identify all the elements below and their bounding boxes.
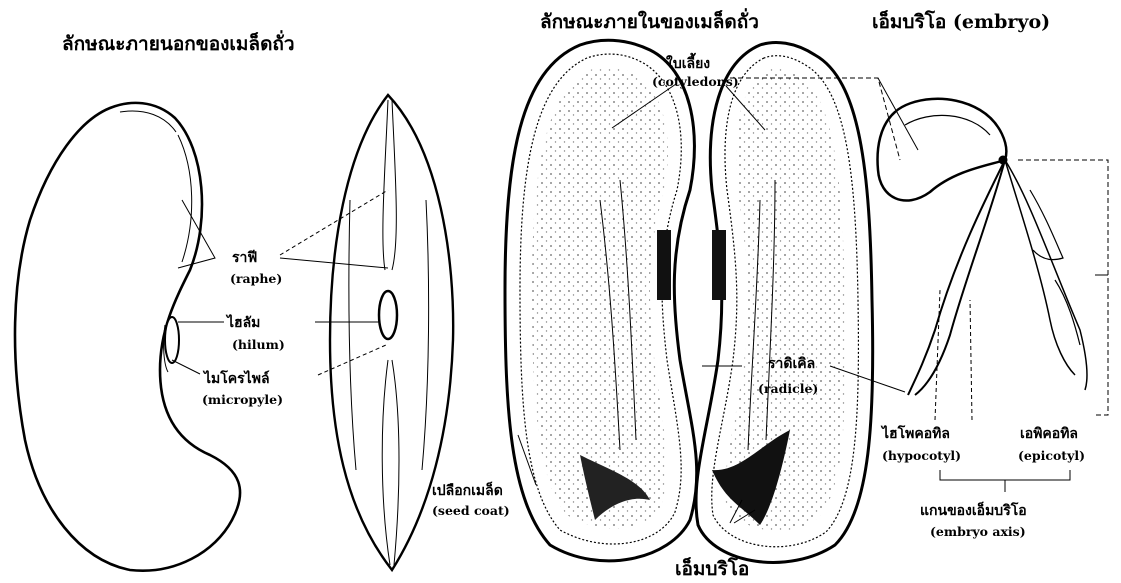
radicle-label-en: (radicle) (758, 381, 818, 396)
seed-side-view (15, 103, 240, 571)
raphe-label-en: (raphe) (230, 271, 282, 286)
seedcoat-label-th: เปลือกเมล็ด (432, 481, 503, 499)
title-external: ลักษณะภายนอกของเมล็ดถั่ว (62, 30, 295, 55)
epicotyl-label-en: (epicotyl) (1018, 448, 1085, 463)
embryo-drawing (878, 99, 1088, 395)
seedcoat-label-en: (seed coat) (432, 503, 510, 518)
hilum-label-th: ไฮลัม (225, 313, 260, 331)
hilum-mark-edge (379, 291, 397, 339)
seed-left-half (505, 40, 697, 561)
raphe-label-th: ราฟี (232, 250, 257, 266)
cotyledon-label-th: ใบเลี้ยง (666, 52, 710, 72)
title-embryo: เอ็มบริโอ (embryo) (872, 9, 1050, 33)
micropyle-label-th: ไมโครไพล์ (202, 369, 270, 387)
hilum-label-en: (hilum) (232, 337, 285, 352)
hypocotyl-label-en: (hypocotyl) (882, 448, 961, 463)
radicle-label-th: ราดิเคิล (768, 356, 815, 372)
seed-right-half (696, 42, 873, 562)
embryo-bottom-label-th: เอ็มบริโอ (675, 556, 749, 580)
title-internal: ลักษณะภายในของเมล็ดถั่ว (540, 8, 759, 33)
embryo-axis-label-en: (embryo axis) (930, 524, 1026, 539)
micropyle-label-en: (micropyle) (202, 392, 283, 407)
embryo-axis-label-th: แกนของเอ็มบริโอ (920, 501, 1027, 519)
cotyledon-label-en: (cotyledons) (652, 74, 739, 89)
hypocotyl-label-th: ไฮโพคอทิล (880, 424, 950, 442)
hilum-mark-side (165, 317, 179, 363)
epicotyl-label-th: เอพิคอทิล (1020, 426, 1078, 442)
